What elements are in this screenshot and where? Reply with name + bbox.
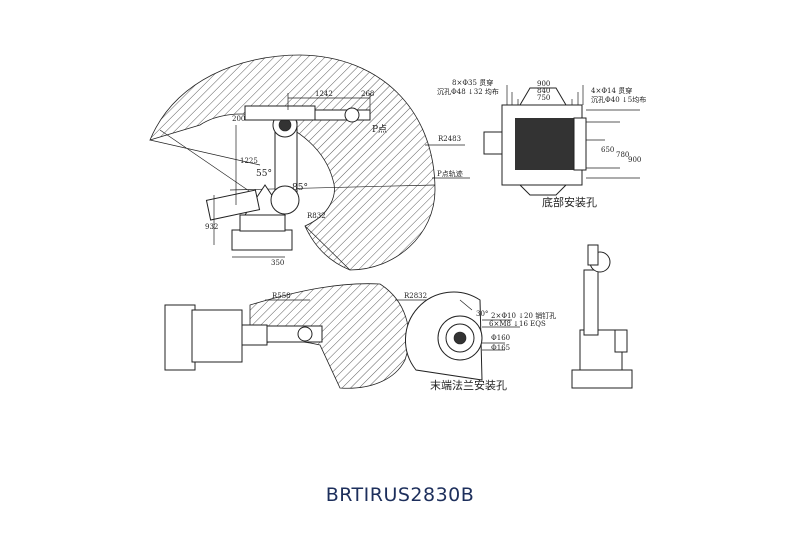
hole-spec-right-1: 4×Φ14 贯穿	[591, 86, 632, 95]
dim-932: 932	[205, 223, 218, 231]
flange-spec-d165: Φ165	[491, 344, 510, 352]
flange-spec-pin-holes: 2×Φ10 ↓20 销钉孔	[491, 311, 556, 320]
flange-caption: 末端法兰安装孔	[430, 378, 507, 392]
dim-900-height: 900	[628, 156, 641, 164]
model-title: BRTIRUS2830B	[325, 484, 475, 506]
radius-r2483: R2483	[438, 135, 461, 143]
dim-200: 200	[232, 115, 245, 123]
dim-1242: 1242	[315, 90, 333, 98]
flange-spec-m8: 6×M8 ↓16 EQS	[489, 320, 546, 328]
base-mount-view: 900 840 750 650 780 900 8×Φ35 贯穿 沉孔Φ48 ↓…	[437, 78, 646, 209]
radius-r832: R832	[307, 212, 326, 220]
hole-spec-left-1: 8×Φ35 贯穿	[452, 78, 493, 87]
top-view: R558 R2832	[164, 283, 440, 389]
dim-1225: 1225	[240, 157, 258, 165]
dim-268: 268	[361, 90, 374, 98]
hole-spec-right-2: 沉孔Φ40 ↓5均布	[591, 95, 646, 104]
dim-350: 350	[271, 259, 284, 267]
front-view	[571, 244, 633, 389]
dim-900-width: 900	[537, 80, 550, 88]
angle-85: 85°	[292, 183, 308, 193]
flange-view: 30° 2×Φ10 ↓20 销钉孔 6×M8 ↓16 EQS Φ160 Φ165…	[404, 291, 556, 392]
hole-spec-left-2: 沉孔Φ48 ↓32 均布	[437, 87, 499, 96]
dim-750-width: 750	[537, 94, 550, 102]
dim-780: 780	[616, 151, 629, 159]
flange-spec-d160: Φ160	[491, 334, 510, 342]
p-trajectory-label: P点轨迹	[437, 169, 463, 178]
radius-r2832: R2832	[404, 292, 427, 300]
base-mount-caption: 底部安装孔	[542, 195, 597, 209]
angle-55: 55°	[256, 169, 272, 179]
p-point-label: P点	[372, 124, 387, 135]
side-view: 1242 268 200 1225 55° 85° 932 350 R2483 …	[149, 54, 470, 271]
radius-r558: R558	[272, 292, 291, 300]
flange-angle: 30°	[476, 310, 488, 318]
dim-650: 650	[601, 146, 614, 154]
dim-840-width: 840	[537, 87, 550, 95]
